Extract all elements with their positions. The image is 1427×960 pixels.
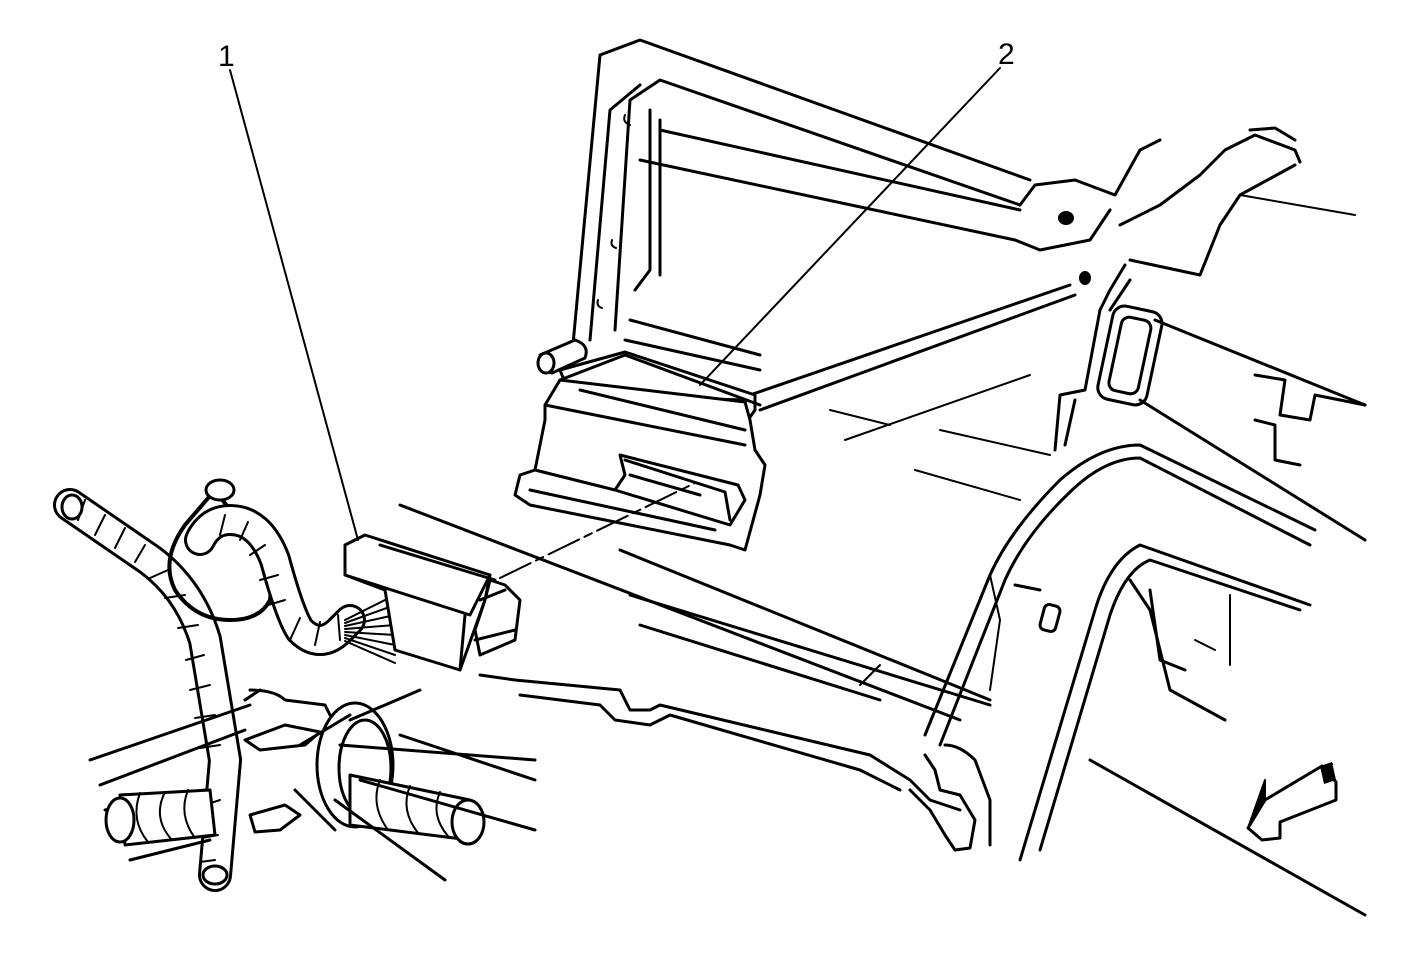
callout-label-2: 2 <box>998 38 1015 71</box>
leader-lines <box>229 67 1001 579</box>
steering-column <box>88 688 537 882</box>
leader-line-1 <box>229 69 359 541</box>
wiring-harness <box>53 478 522 892</box>
leader-line-2 <box>699 67 1001 386</box>
direction-arrow-icon <box>1246 762 1338 842</box>
instrument-panel-frame <box>398 38 1367 917</box>
callout-label-1: 1 <box>218 40 235 73</box>
connector-alignment-line <box>499 482 696 579</box>
control-module <box>513 338 767 552</box>
